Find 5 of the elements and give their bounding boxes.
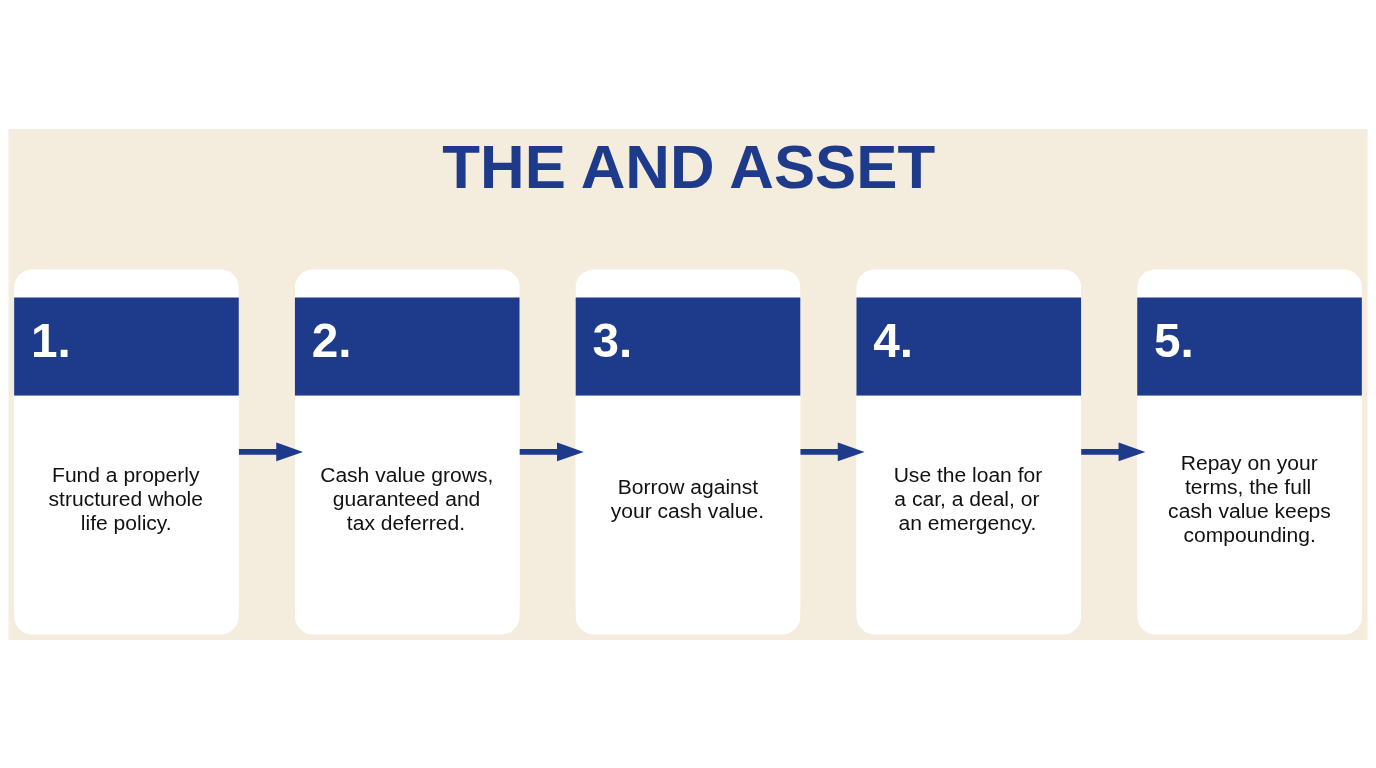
arrow bbox=[1081, 442, 1146, 461]
arrow bbox=[519, 442, 584, 461]
arrow bbox=[238, 442, 303, 461]
diagram-title: THE AND ASSET bbox=[442, 131, 936, 201]
arrow bbox=[800, 442, 865, 461]
